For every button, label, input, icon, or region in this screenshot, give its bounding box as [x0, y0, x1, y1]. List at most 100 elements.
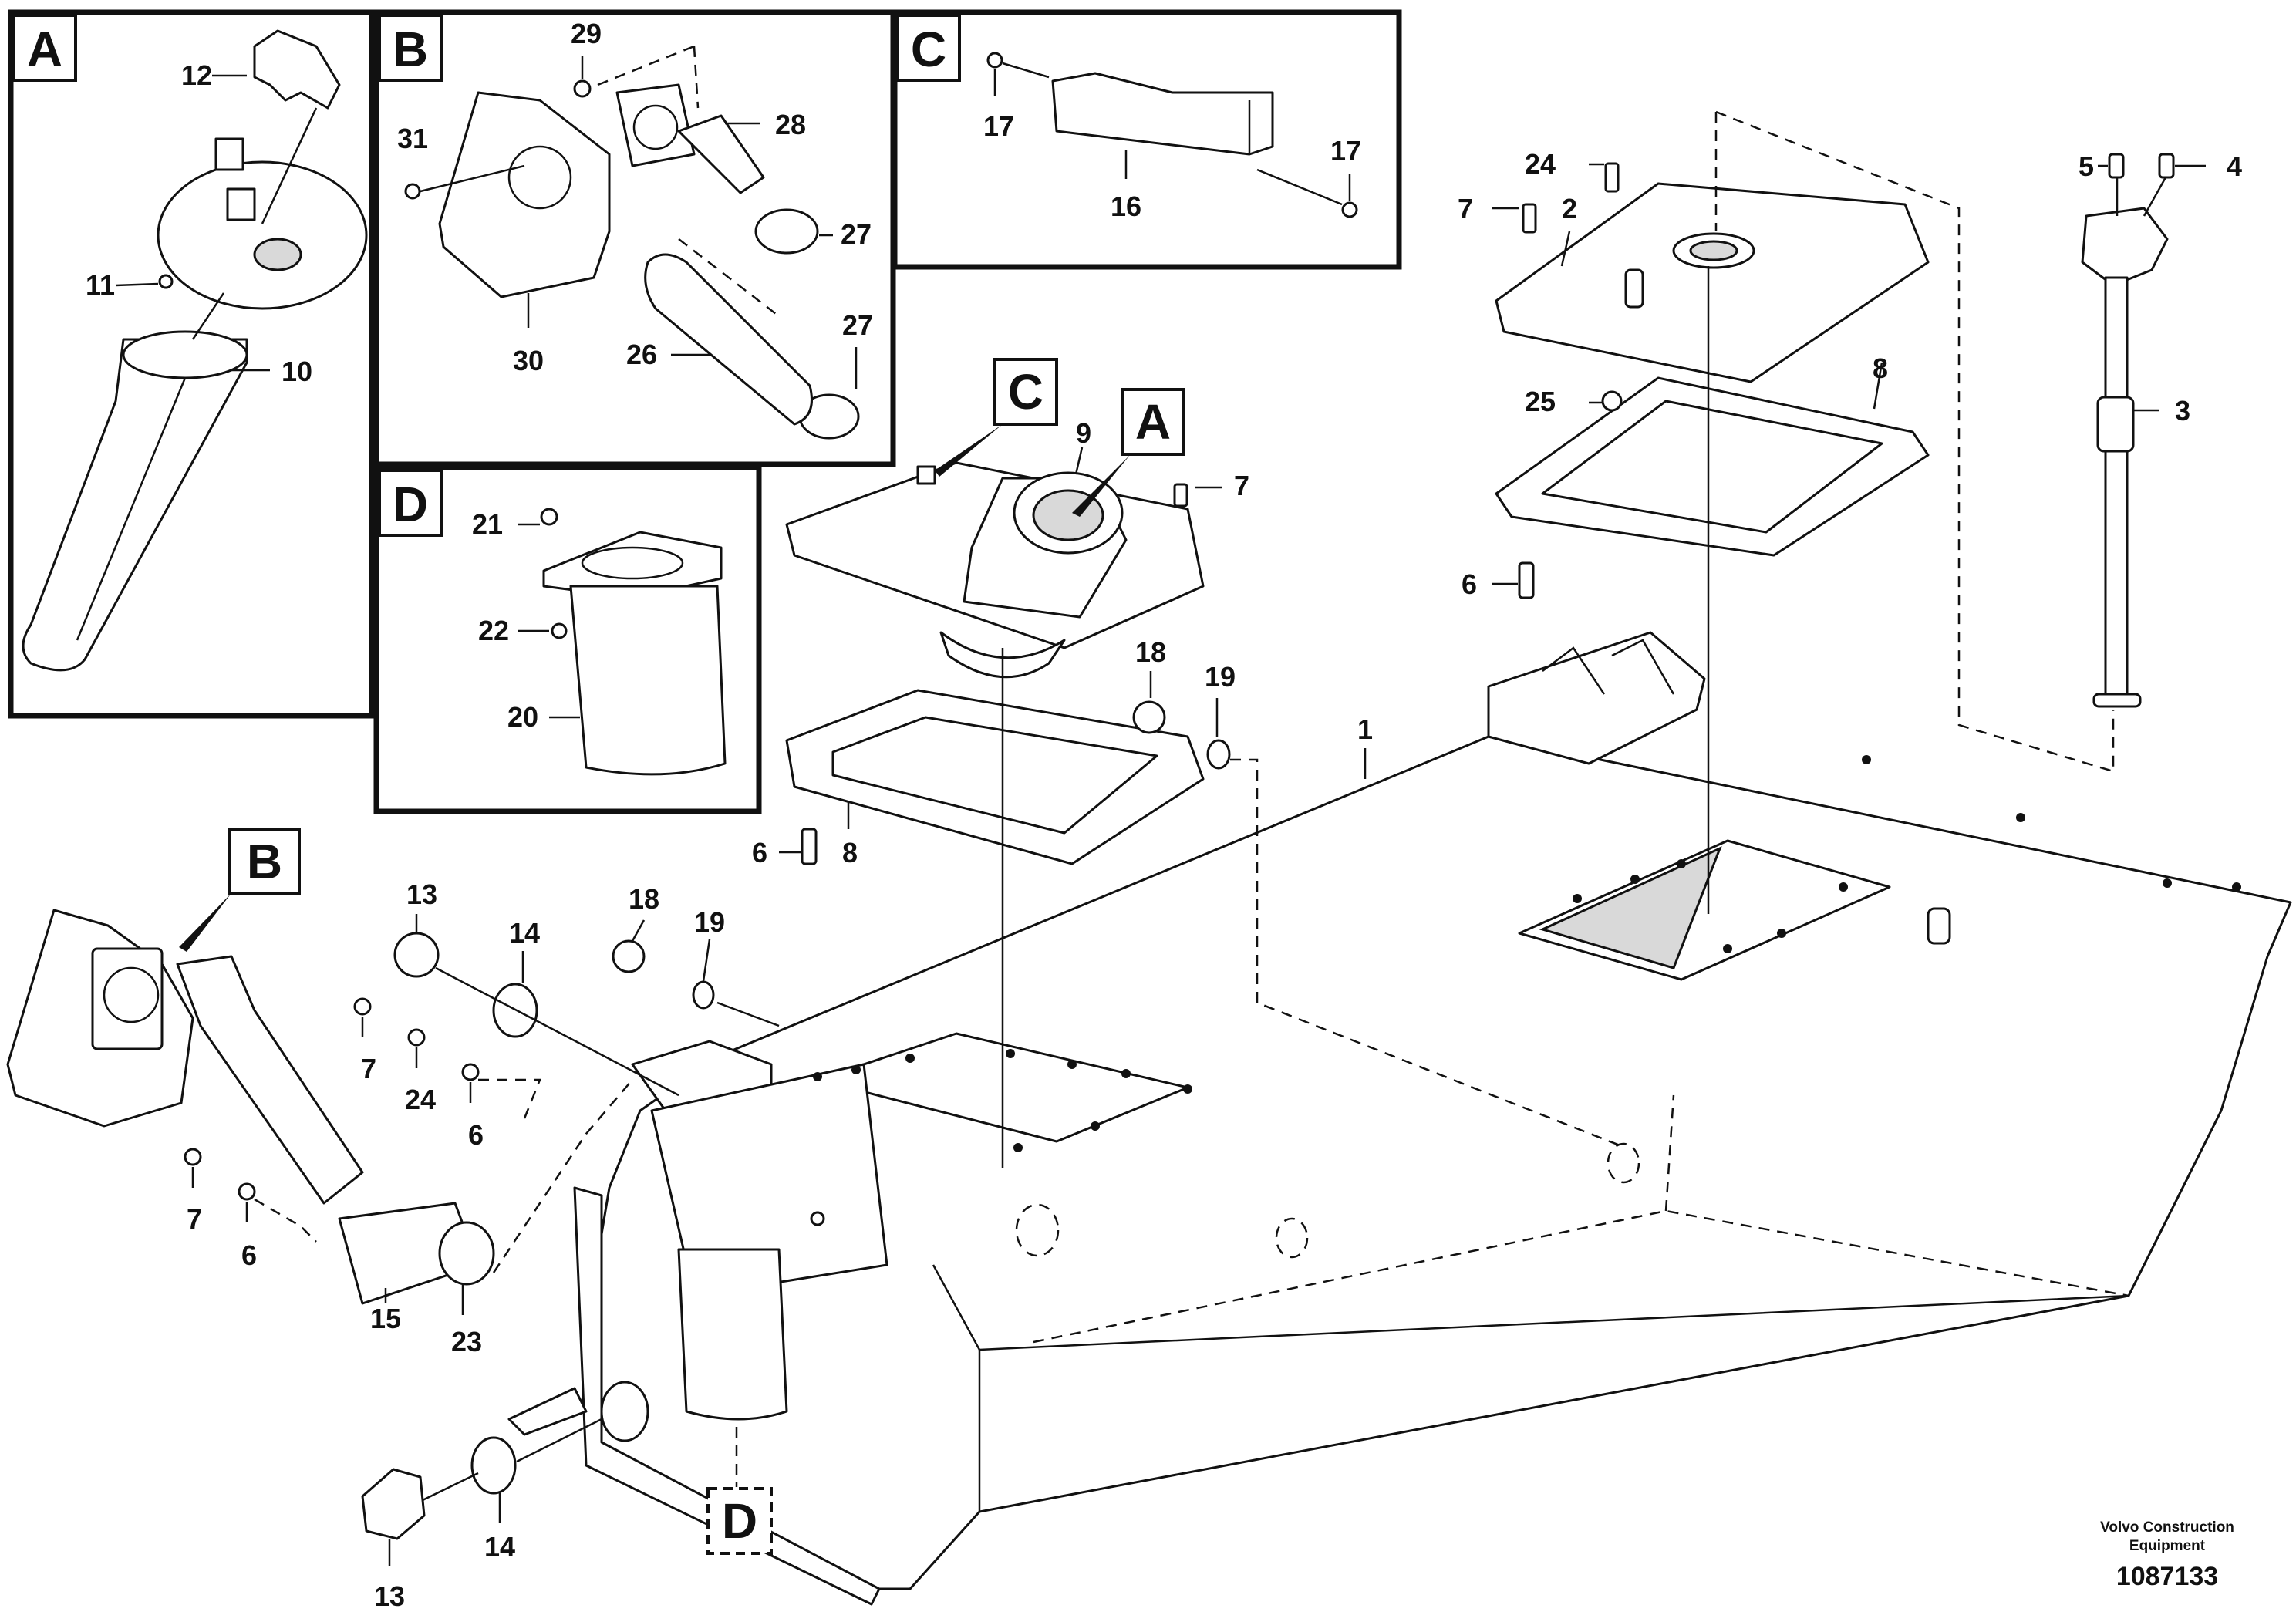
- leader-2: [1560, 231, 1571, 267]
- tank-foot-plate: [507, 1387, 588, 1436]
- bolt-hole: [2016, 813, 2025, 822]
- sender-plug-4: [2158, 153, 2175, 179]
- callout-13b: 13: [374, 1580, 405, 1612]
- sender-tube-part: [2104, 276, 2129, 703]
- filler-frame-bolt: [810, 1211, 825, 1226]
- align-dash-1: [1230, 758, 1620, 1147]
- pump-plate-pipe: [1624, 268, 1644, 309]
- plug-18b-part: [612, 939, 646, 973]
- callout-25: 25: [1525, 386, 1556, 417]
- callout-27a: 27: [841, 218, 872, 250]
- leader-31: [420, 164, 525, 193]
- callout-8a: 8: [842, 837, 858, 868]
- bolt-hole: [1839, 882, 1848, 892]
- left-filler-exploded: 13 14 18 19 7 24 6 7 6 15 23 14 13: [6, 878, 780, 1612]
- plug-13a-part: [393, 932, 440, 978]
- bolt-hole: [1573, 894, 1582, 903]
- oring-23-part: [438, 1221, 495, 1286]
- filler-plate-bottom: [939, 631, 1066, 679]
- callout-7d: 7: [187, 1203, 202, 1235]
- callout-21: 21: [472, 508, 503, 540]
- footer: Volvo Construction Equipment 1087133: [2100, 1519, 2234, 1591]
- callout-17b: 17: [1330, 135, 1361, 167]
- sender-float-part: [2096, 396, 2135, 453]
- gasket-right-inner: [1541, 400, 1883, 534]
- drain-plug-13b: [361, 1468, 426, 1540]
- screw-7c-part: [1173, 483, 1188, 508]
- hose-b-part: [176, 955, 364, 1205]
- dash-6d: [254, 1198, 317, 1243]
- screw-11-part: [158, 274, 174, 289]
- leader-9: [1074, 447, 1084, 475]
- callout-11: 11: [86, 269, 115, 301]
- dash-29b: [693, 46, 700, 109]
- callout-15: 15: [370, 1303, 401, 1334]
- callout-18b: 18: [629, 883, 659, 915]
- callout-14b: 14: [484, 1531, 515, 1563]
- callout-12: 12: [181, 59, 212, 91]
- bolt-hole: [1067, 1060, 1077, 1069]
- bolt-hole: [1013, 1143, 1023, 1152]
- hidden-port-3: [1607, 1142, 1640, 1184]
- marker-b: B: [247, 834, 282, 889]
- align-14b: [516, 1418, 602, 1463]
- callout-5: 5: [2079, 150, 2094, 182]
- bolt-hole: [1862, 755, 1871, 764]
- pin-17a-part: [986, 52, 1003, 69]
- callout-13a: 13: [406, 878, 437, 910]
- tank-hidden-edge-2: [1664, 1094, 1675, 1212]
- filler-cap-tab-2: [226, 187, 256, 221]
- flange-opening: [632, 104, 679, 150]
- callout-7a: 7: [1458, 193, 1473, 224]
- filler-cap-knob: [253, 238, 302, 271]
- callout-16: 16: [1111, 191, 1141, 222]
- bolt-hole: [1777, 929, 1786, 938]
- bolt-hole: [1183, 1084, 1192, 1094]
- pump-plate-opening-inner: [1689, 240, 1738, 261]
- panel-b: B 29 28 31 27 27 30 26: [373, 9, 896, 467]
- bolt-hole: [905, 1054, 915, 1063]
- dash-23: [492, 1079, 633, 1273]
- hidden-port-2: [1275, 1217, 1309, 1259]
- marker-c-box: [993, 358, 1058, 426]
- filler-cap-tab: [214, 137, 244, 171]
- tank-body-edge-2: [932, 1264, 981, 1351]
- panel-a-letter: A: [27, 22, 62, 77]
- align-13b: [422, 1472, 479, 1502]
- insert-opening: [581, 546, 684, 580]
- hidden-port-1: [1015, 1203, 1060, 1257]
- callout-1: 1: [1357, 713, 1373, 745]
- oring-19a-part: [1206, 739, 1231, 770]
- screw-24a-part: [1604, 162, 1620, 193]
- marker-a-arrow: [1072, 455, 1130, 517]
- pump-mount-part: [1487, 631, 1706, 765]
- panel-c-letter: C: [911, 22, 946, 77]
- callout-20: 20: [507, 701, 538, 733]
- screw-7d-part: [184, 1148, 202, 1166]
- marker-d-box: [706, 1487, 773, 1555]
- callout-29: 29: [571, 18, 602, 49]
- callout-24b: 24: [405, 1084, 436, 1115]
- filler-plate-assembly: 9 7 18 19 6 8: [752, 417, 1620, 1168]
- pin-17b-part: [1341, 201, 1358, 218]
- filler-plate-tab: [916, 465, 936, 485]
- panel-d-tag: [378, 469, 443, 537]
- plug-18a-part: [1132, 700, 1166, 734]
- callout-24a: 24: [1525, 148, 1556, 180]
- panel-b-letter: B: [393, 22, 428, 77]
- callout-17a: 17: [983, 110, 1014, 142]
- screw-21-part: [540, 508, 558, 526]
- marker-b-box: [228, 828, 301, 895]
- leader-11: [115, 282, 159, 287]
- bolt-hole: [2232, 882, 2241, 892]
- callout-6b: 6: [1462, 568, 1477, 600]
- callout-4: 4: [2227, 150, 2242, 182]
- dash-6c: [478, 1078, 541, 1119]
- leader-19b: [702, 939, 711, 982]
- sender-head-part: [2081, 207, 2169, 287]
- pump-mount-ribs: [1542, 639, 1675, 695]
- drain-port-part: [600, 1381, 649, 1442]
- filler-cap-part: [157, 160, 368, 310]
- callout-19a: 19: [1205, 661, 1236, 693]
- bolt-hole: [851, 1065, 861, 1074]
